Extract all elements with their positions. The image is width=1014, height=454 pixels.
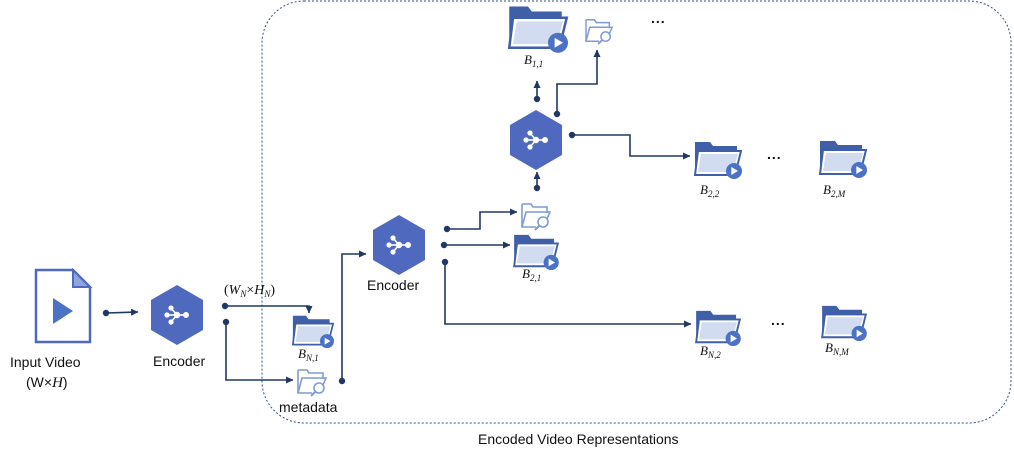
b-2m-sub: 2,M [830, 189, 846, 199]
b-11-sub: 1,1 [531, 59, 544, 69]
bitstream-21-folder-icon [513, 233, 560, 271]
b-n1-sub: N,1 [305, 353, 319, 363]
res-w-sub: N [240, 289, 247, 299]
connectors [105, 49, 692, 384]
b-21-name: B [522, 266, 530, 281]
res-times: × [246, 283, 255, 298]
b-nm-name: B [825, 340, 833, 355]
edge-encoder3-meta1 [556, 49, 601, 114]
encoder-1-label: Encoder [153, 353, 206, 369]
metadata-folder-2-icon [521, 203, 551, 231]
bitstream-n2-folder-icon [695, 309, 742, 347]
b-n2-name: B [700, 343, 708, 358]
b-n1-name: B [298, 346, 306, 361]
b-n2-sub: N,2 [707, 350, 721, 360]
input-res-var: H [52, 375, 63, 391]
bitstream-label-nm: BN,M [825, 340, 849, 357]
encoder-1-hexagon-icon [150, 284, 204, 346]
b-2m-name: B [823, 182, 831, 197]
b-21-sub: 2,1 [529, 273, 542, 283]
ellipsis-row2: ... [767, 146, 782, 162]
res-close: ) [270, 283, 276, 298]
metadata-label: metadata [279, 399, 338, 415]
encoded-representations-group-border [261, 0, 1012, 424]
ellipsis-top: ... [651, 10, 666, 26]
connector-dots [102, 95, 576, 385]
res-open: ( [224, 283, 229, 298]
bitstream-label-11: B1,1 [524, 52, 543, 69]
edge-encoder2-meta2 [447, 208, 518, 230]
bitstream-label-n1: BN,1 [298, 346, 319, 363]
group-label: Encoded Video Representations [478, 431, 679, 447]
bitstream-label-22: B2,2 [700, 182, 719, 199]
bitstream-2m-folder-icon [819, 140, 868, 179]
b-nm-sub: N,M [832, 347, 849, 357]
metadata-folder-icon [297, 369, 327, 397]
resolution-label: (WN×HN) [224, 283, 275, 299]
input-res-suffix: ) [62, 374, 68, 390]
bitstream-22-folder-icon [694, 141, 743, 180]
res-h: H [254, 283, 265, 298]
b-11-name: B [524, 52, 532, 67]
edge-metadata-encoder2 [341, 250, 367, 381]
metadata-folder-1-icon [585, 18, 614, 45]
b-22-name: B [700, 182, 708, 197]
edge-encoder1-bn1 [225, 305, 313, 314]
bitstream-label-2m: B2,M [823, 182, 845, 199]
edge-encoder2-bn2 [444, 262, 692, 328]
bitstream-nm-folder-icon [821, 304, 868, 342]
bitstream-label-n2: BN,2 [700, 343, 721, 360]
bitstream-label-21: B2,1 [522, 266, 541, 283]
edge-encoder3-b22 [572, 134, 691, 160]
edge-encoder1-metadata [225, 322, 294, 384]
res-w: W [228, 283, 241, 298]
ellipsis-rown: ... [771, 312, 786, 328]
input-video-file-icon [34, 268, 92, 344]
encoder-3-hexagon-icon [509, 109, 563, 171]
edge-input-encoder [105, 308, 139, 316]
input-res-prefix: (W× [26, 374, 53, 390]
input-video-resolution-label: (W×H) [26, 374, 68, 392]
encoder-2-label: Encoder [367, 277, 420, 293]
bitstream-11-folder-icon [507, 5, 570, 54]
input-video-label: Input Video [10, 354, 81, 370]
encoder-2-hexagon-icon [372, 214, 426, 276]
res-h-sub: N [264, 289, 271, 299]
b-22-sub: 2,2 [707, 189, 720, 199]
bitstream-n1-folder-icon [291, 314, 335, 349]
